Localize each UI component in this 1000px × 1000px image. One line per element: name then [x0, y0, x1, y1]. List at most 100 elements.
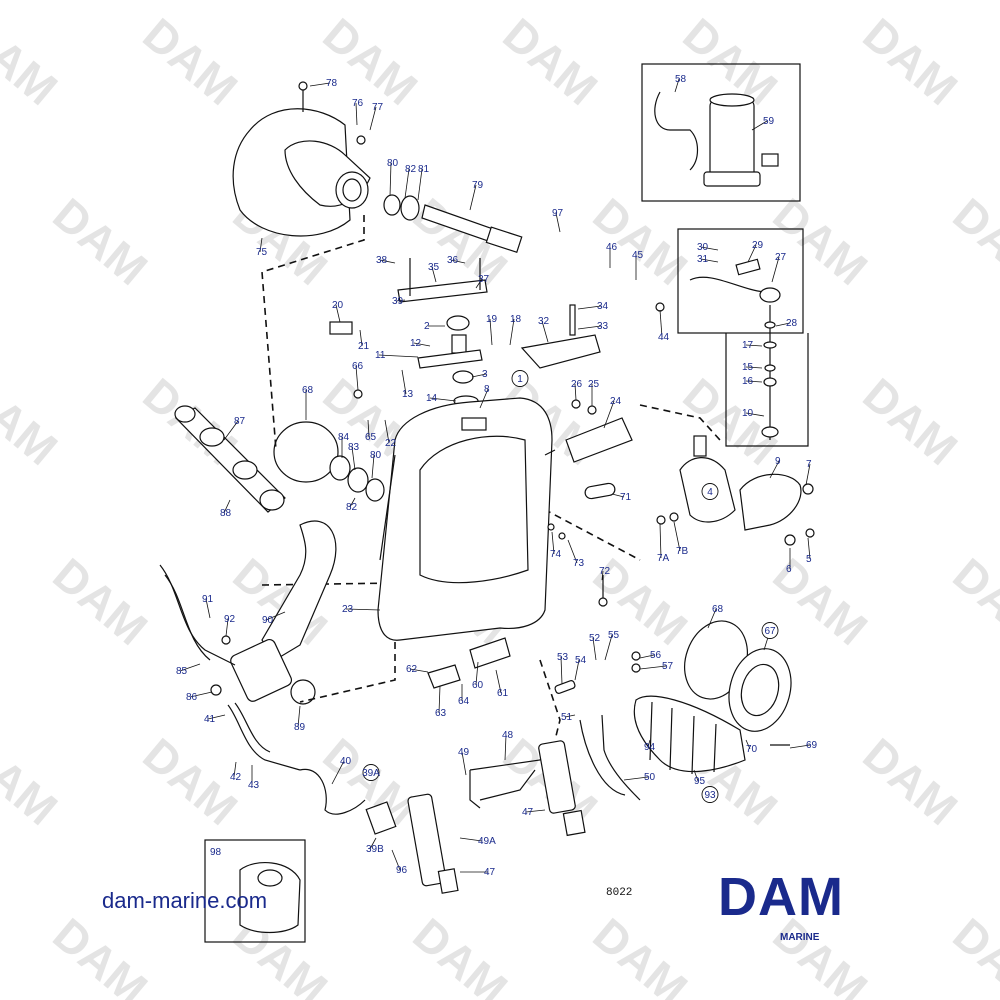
callout-label: 88	[220, 508, 232, 519]
part-68-ring-upper	[273, 421, 339, 483]
callout-label: 31	[697, 254, 709, 265]
watermark-text: DAM	[44, 548, 158, 655]
callout-label: 71	[620, 492, 632, 503]
callout-label: 60	[472, 680, 484, 691]
callout-label: 50	[644, 772, 656, 783]
callout-label: 17	[742, 340, 754, 351]
callout-label: 41	[204, 714, 216, 725]
callout-label: 14	[426, 393, 438, 404]
part-90-exhaust-pipe	[230, 520, 337, 705]
callout-label: 38	[376, 255, 388, 266]
callout-leader	[417, 168, 423, 201]
callout-leader	[205, 598, 211, 619]
callout-leader	[378, 354, 419, 358]
callout-leader	[489, 318, 493, 346]
watermark-text: DAM	[764, 188, 878, 295]
callout-leader	[639, 654, 655, 659]
part-35-lever-bracket	[397, 258, 488, 303]
callout-leader	[223, 420, 239, 441]
callout-label: 32	[538, 316, 550, 327]
callout-label: 77	[372, 102, 384, 113]
callout-label: 93	[704, 790, 716, 801]
callout-label: 28	[786, 318, 798, 329]
callout-leader	[674, 78, 680, 93]
hoses	[159, 564, 397, 835]
callout-leader	[265, 611, 286, 621]
callout-label: 49A	[478, 836, 496, 847]
callout-leader	[438, 685, 441, 714]
callout-label: 91	[202, 594, 214, 605]
callout-label: 16	[742, 376, 754, 387]
callout-label: 72	[599, 566, 611, 577]
callout-label: 56	[650, 650, 662, 661]
callout-leader	[345, 608, 381, 611]
watermark-text: DAM	[134, 8, 248, 115]
callout-label: 59	[763, 116, 775, 127]
callout-leader	[479, 388, 489, 409]
callout-leader	[601, 570, 604, 581]
callout-label: 90	[262, 615, 274, 626]
callout-leader	[369, 837, 377, 850]
callout-leader	[471, 373, 487, 378]
callout-leader	[574, 383, 577, 401]
part-1-transom-housing	[377, 397, 556, 641]
website-link[interactable]: dam-marine.com	[102, 888, 268, 913]
callout-leader	[659, 309, 663, 338]
callout-leader	[429, 397, 457, 402]
callout-label: 68	[712, 604, 724, 615]
callout-label: 78	[326, 78, 338, 89]
callout-label: 27	[775, 252, 787, 263]
callout-leader	[371, 454, 375, 479]
callout-label: 80	[370, 450, 382, 461]
callout-leader	[504, 734, 507, 761]
callout-label: 4	[707, 487, 713, 498]
callout-leader	[659, 523, 662, 559]
callout-label: 20	[332, 300, 344, 311]
callout-leader	[747, 244, 757, 263]
inset-box-pump	[641, 63, 801, 202]
callout-circle	[362, 764, 380, 781]
brand-logo: DAM	[718, 867, 844, 927]
callout-leader	[475, 661, 479, 686]
callout-leader	[189, 691, 213, 698]
callout-label: 26	[571, 379, 583, 390]
part-47-trim-cylinder-right	[538, 740, 586, 837]
watermark-text: DAM	[314, 8, 428, 115]
watermark-text: DAM	[0, 8, 67, 115]
callout-label: 69	[806, 740, 818, 751]
callout-label: 96	[396, 865, 408, 876]
callout-leader	[775, 322, 791, 327]
drawing-number: 8022	[606, 887, 633, 899]
callout-label: 3	[482, 369, 488, 380]
callout-leader	[450, 259, 466, 264]
callout-leader	[384, 419, 390, 444]
callout-leader	[673, 521, 681, 552]
callout-circle	[701, 786, 719, 803]
callout-leader	[225, 618, 229, 637]
callout-label: 43	[248, 780, 260, 791]
callout-leader	[525, 809, 546, 813]
callout-label: 95	[694, 776, 706, 787]
callout-label: 66	[352, 361, 364, 372]
callout-leader	[475, 278, 483, 289]
callout-leader	[469, 184, 477, 211]
callout-label: 86	[186, 692, 198, 703]
callout-label: 46	[606, 242, 618, 253]
callout-label: 52	[589, 633, 601, 644]
callout-leader	[331, 760, 345, 785]
callout-label: 25	[588, 379, 600, 390]
callout-label: 42	[230, 772, 242, 783]
callout-label: 23	[342, 604, 354, 615]
callout-circle	[701, 483, 719, 500]
part-27-trim-sender	[689, 258, 781, 440]
callout-leader	[555, 212, 561, 233]
callout-label: 36	[447, 255, 459, 266]
inset-box-trim-sender-lower	[725, 333, 809, 447]
watermark-text: DAM	[584, 908, 698, 1000]
callout-leader	[745, 366, 763, 369]
callout-label: 70	[746, 744, 758, 755]
callout-label: 33	[597, 321, 609, 332]
callout-label: 53	[557, 652, 569, 663]
callout-leader	[551, 531, 555, 555]
